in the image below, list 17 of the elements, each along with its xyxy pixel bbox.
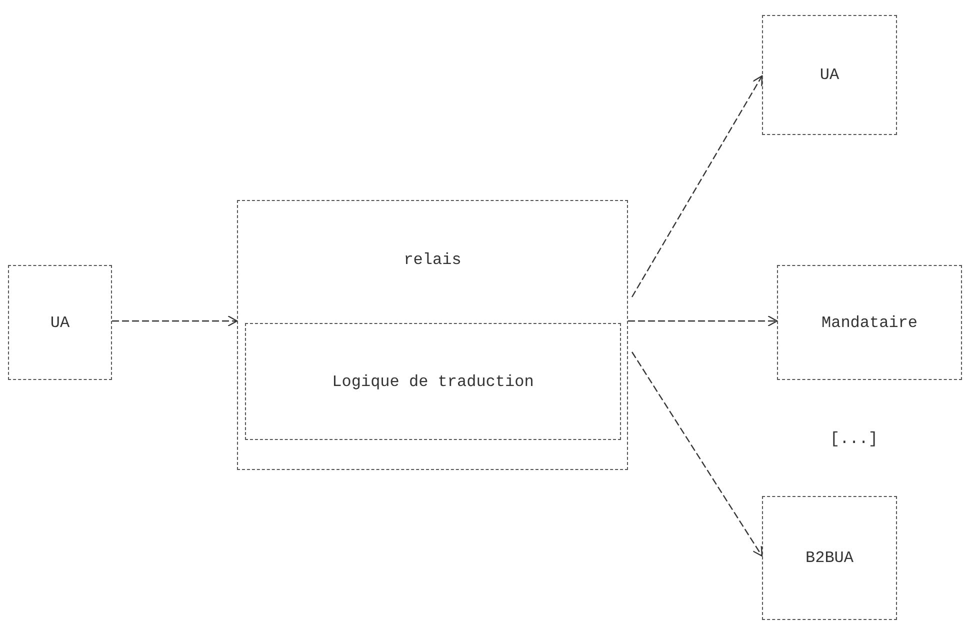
- box-label: UA: [50, 314, 70, 332]
- ellipsis-note: [...]: [830, 430, 878, 448]
- arrow: [632, 352, 763, 557]
- box-label: Mandataire: [821, 314, 918, 332]
- process-box: [245, 323, 621, 440]
- arrow: [112, 315, 238, 327]
- box-label: B2BUA: [805, 549, 854, 567]
- arrow: [631, 75, 763, 298]
- process-box: [762, 496, 897, 620]
- box-label: relais: [404, 251, 462, 269]
- arrow: [628, 315, 778, 327]
- box-label: UA: [820, 66, 840, 84]
- process-box: [237, 200, 628, 470]
- process-box: [777, 265, 962, 380]
- process-box: [8, 265, 112, 380]
- box-label: Logique de traduction: [332, 372, 534, 390]
- process-box: [762, 15, 897, 135]
